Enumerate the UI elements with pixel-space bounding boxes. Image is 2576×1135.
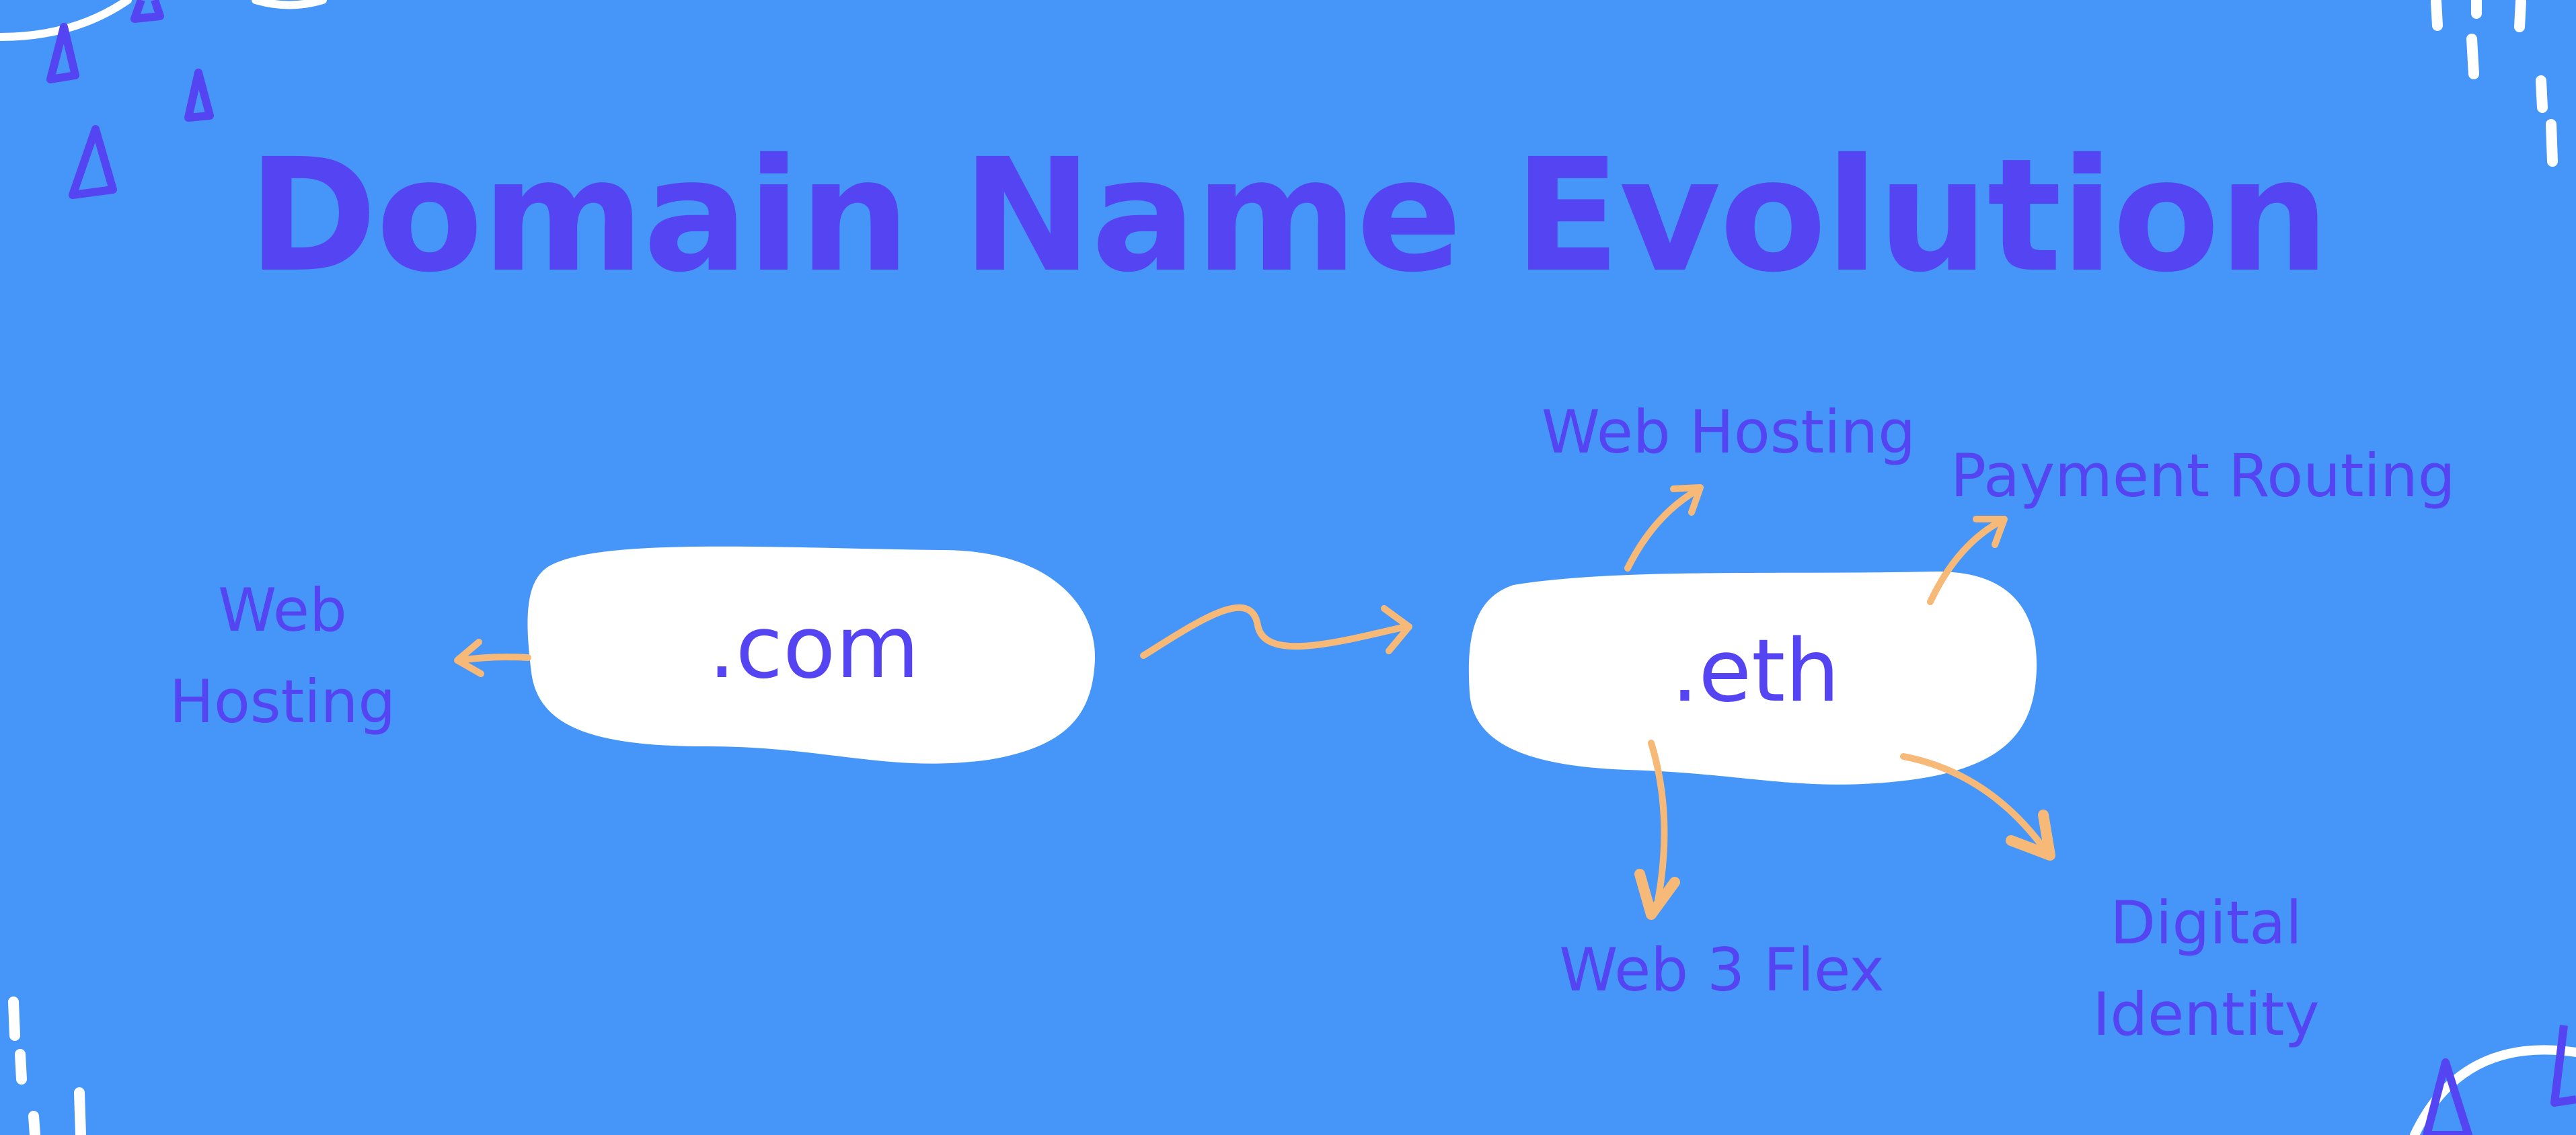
- triangle-decoration: [69, 125, 117, 199]
- com-blob: [527, 546, 1096, 764]
- arrow-head: [1381, 605, 1412, 654]
- arrows-layer: [454, 484, 2055, 920]
- arrow-eth-to-digital-identity: [1900, 753, 2051, 857]
- com-use-line-1: Web: [218, 576, 347, 645]
- com-label: .com: [708, 598, 920, 698]
- triangle-decoration: [184, 69, 214, 122]
- com-use-line-2: Hosting: [169, 667, 396, 737]
- eth-use-digital-identity: Digital Identity: [2072, 877, 2341, 1061]
- arrow-head: [1973, 516, 2008, 548]
- corner-curve-top-left: [0, 0, 132, 41]
- arrow-com-to-eth: [1140, 604, 1409, 659]
- arrow-eth-to-payment-routing: [1927, 518, 2004, 605]
- arrow-head: [454, 639, 484, 677]
- arrow-eth-to-web3-flex: [1648, 740, 1668, 914]
- page-title: Domain Name Evolution: [248, 125, 2329, 307]
- arrow-head: [1670, 484, 1704, 516]
- dash-decoration-top-right: [2431, 0, 2558, 167]
- eth-use-web3-flex: Web 3 Flex: [1559, 935, 1885, 1005]
- eth-label: .eth: [1671, 621, 1840, 721]
- arrow-head: [1634, 869, 1680, 920]
- eth-use-web-hosting: Web Hosting: [1541, 397, 1916, 467]
- com-use-web-hosting: Web Hosting: [148, 565, 417, 748]
- arrow-head: [2006, 810, 2055, 861]
- arrow-com-to-web-hosting: [457, 654, 531, 664]
- triangle-decoration: [2423, 1058, 2472, 1135]
- corner-curve-bottom-right: [2410, 1045, 2576, 1135]
- triangle-decoration: [46, 23, 79, 83]
- arrow-eth-to-web-hosting: [1624, 486, 1702, 572]
- digital-identity-line-2: Identity: [2092, 980, 2320, 1050]
- corner-curve-top-left-2: [252, 0, 327, 9]
- digital-identity-line-1: Digital: [2110, 888, 2302, 957]
- triangle-decoration: [2550, 1025, 2576, 1107]
- eth-blob: [1468, 572, 2037, 785]
- dash-decoration-bottom-left: [8, 996, 86, 1135]
- triangle-decoration: [130, 0, 164, 23]
- eth-use-payment-routing: Payment Routing: [1950, 441, 2456, 510]
